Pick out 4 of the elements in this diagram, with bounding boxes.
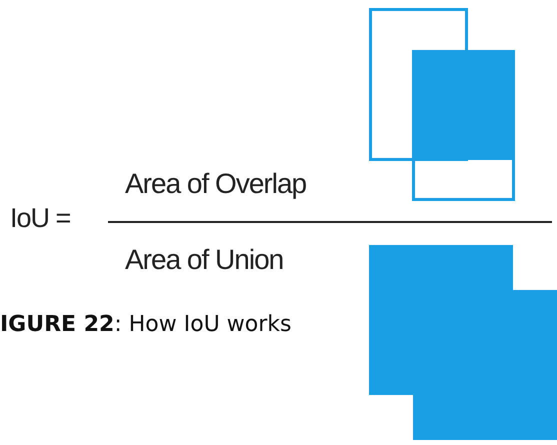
caption: IGURE 22: How IoU works <box>0 312 292 337</box>
denominator-text: Area of Union <box>125 244 284 276</box>
numerator-text: Area of Overlap <box>125 168 306 200</box>
formula-label: IoU = <box>10 203 70 234</box>
